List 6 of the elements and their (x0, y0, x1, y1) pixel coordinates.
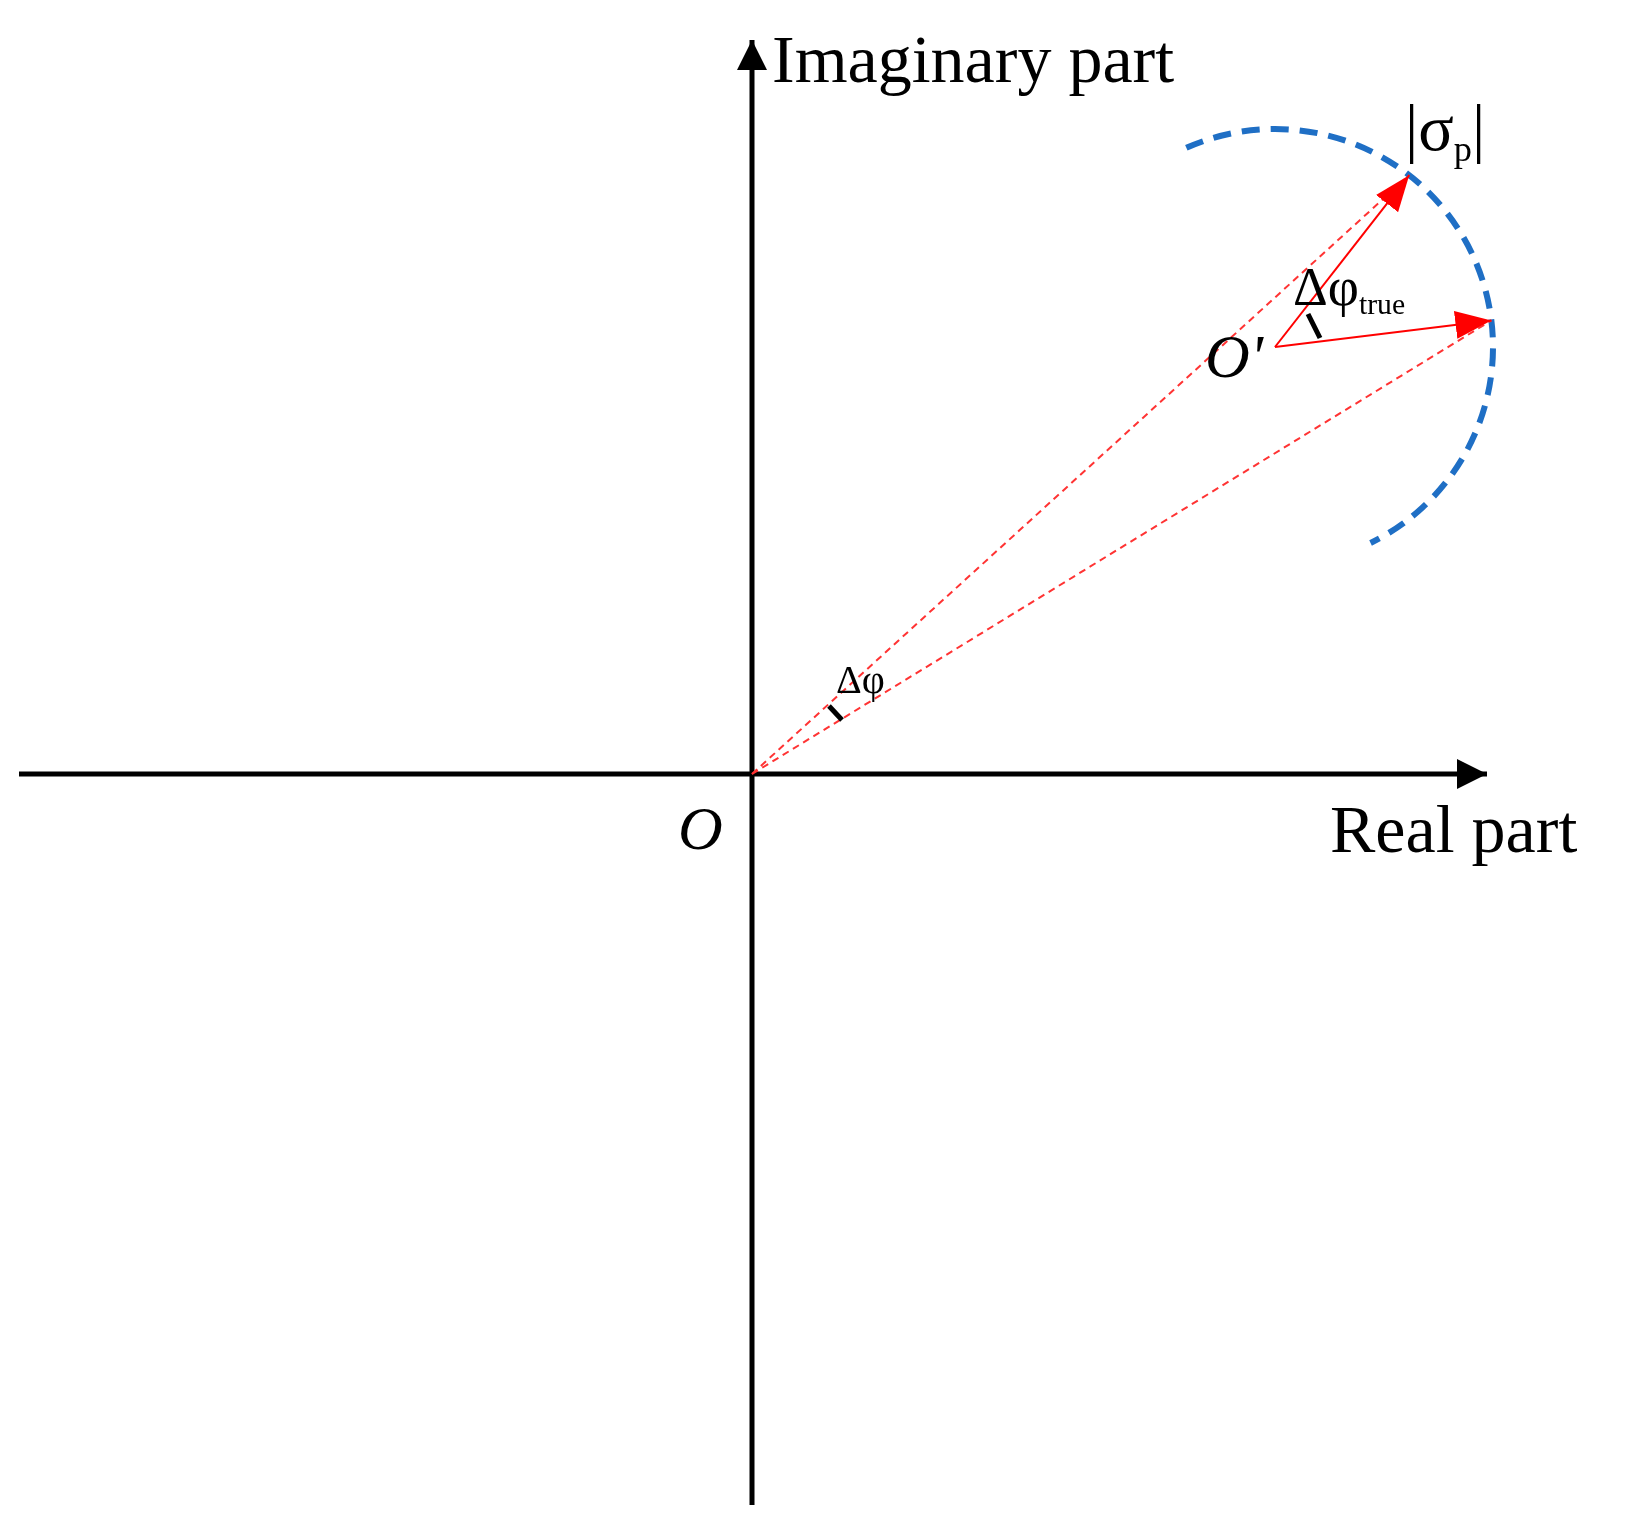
point-label: O' (1205, 322, 1264, 391)
axis-title: Imaginary part (772, 22, 1175, 97)
angle-label: Δφ (836, 658, 885, 702)
origin-label: O (678, 794, 723, 863)
magnitude-label: |σ$_{p}$| (1405, 92, 1486, 170)
axis-title: Real part (1330, 792, 1578, 867)
